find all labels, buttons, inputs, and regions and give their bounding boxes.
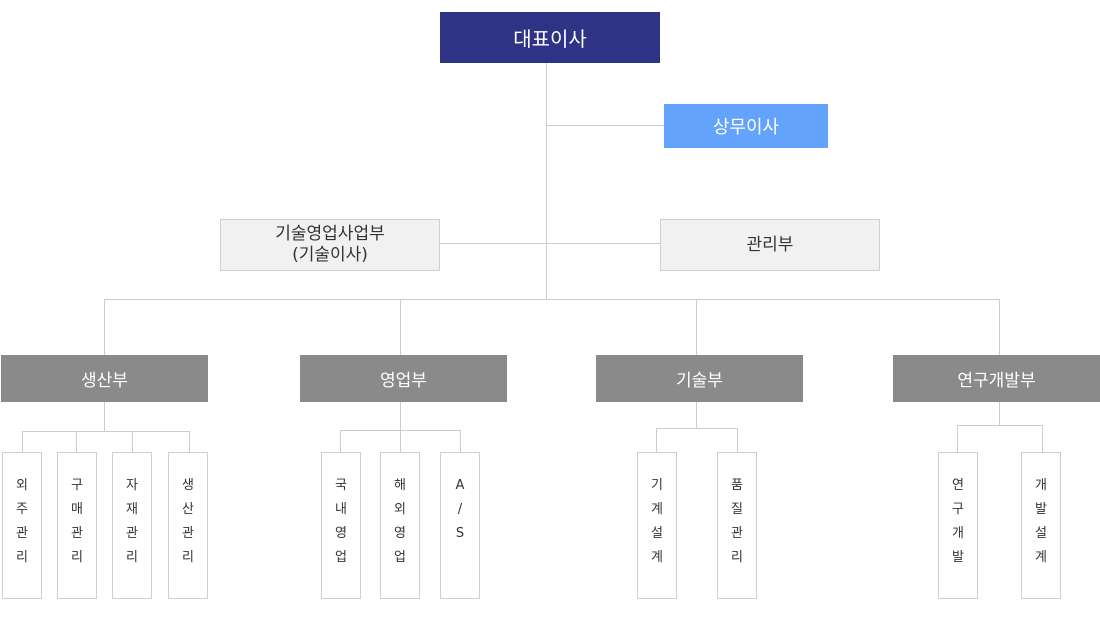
team-char: / [457, 502, 463, 517]
team-research-dev: 연 구 개 발 [938, 452, 978, 599]
team-char: 리 [731, 550, 743, 565]
team-domestic-sales: 국 내 영 업 [321, 452, 361, 599]
team-mechanical-design: 기 계 설 계 [637, 452, 677, 599]
team-char: 구 [71, 478, 83, 493]
team-char: 외 [394, 502, 406, 517]
team-production-mgmt: 생 산 관 리 [168, 452, 208, 599]
team-char: 관 [16, 526, 28, 541]
team-char: S [455, 526, 465, 541]
team-char: 개 [1035, 478, 1047, 493]
team-char: 업 [335, 550, 347, 565]
dept-rnd: 연구개발부 [893, 355, 1100, 402]
dept-sales-label: 영업부 [380, 371, 427, 391]
team-char: 매 [71, 502, 83, 517]
team-char: 자 [126, 478, 138, 493]
team-char: 관 [731, 526, 743, 541]
team-char: 산 [182, 502, 194, 517]
team-char: 연 [952, 478, 964, 493]
team-char: 리 [182, 550, 194, 565]
team-after-service: A / S [440, 452, 480, 599]
team-char: 생 [182, 478, 194, 493]
team-char: 해 [394, 478, 406, 493]
team-char: 발 [1035, 502, 1047, 517]
team-outsourcing: 외 주 관 리 [2, 452, 42, 599]
team-char: 계 [651, 502, 663, 517]
team-char: A [455, 478, 465, 493]
team-char: 영 [394, 526, 406, 541]
team-char: 기 [651, 478, 663, 493]
team-purchasing: 구 매 관 리 [57, 452, 97, 599]
team-char: 국 [335, 478, 347, 493]
tech-sales-division-sublabel: (기술이사) [292, 245, 368, 265]
team-quality-mgmt: 품 질 관 리 [717, 452, 757, 599]
team-char: 리 [16, 550, 28, 565]
team-char: 설 [1035, 526, 1047, 541]
team-char: 계 [651, 550, 663, 565]
dept-technology-label: 기술부 [676, 371, 723, 391]
vp-label: 상무이사 [712, 117, 780, 138]
team-char: 설 [651, 526, 663, 541]
ceo-box: 대표이사 [440, 12, 660, 63]
team-char: 재 [126, 502, 138, 517]
team-char: 질 [731, 502, 743, 517]
tech-sales-division-box: 기술영업사업부 (기술이사) [220, 219, 440, 271]
team-char: 품 [731, 478, 743, 493]
dept-technology: 기술부 [596, 355, 803, 402]
team-char: 리 [71, 550, 83, 565]
team-char: 외 [16, 478, 28, 493]
team-char: 계 [1035, 550, 1047, 565]
team-char: 내 [335, 502, 347, 517]
team-char: 관 [126, 526, 138, 541]
team-char: 업 [394, 550, 406, 565]
dept-sales: 영업부 [300, 355, 507, 402]
management-box: 관리부 [660, 219, 880, 271]
team-char: 개 [952, 526, 964, 541]
team-materials: 자 재 관 리 [112, 452, 152, 599]
dept-production-label: 생산부 [81, 371, 128, 391]
team-char: 관 [71, 526, 83, 541]
team-dev-design: 개 발 설 계 [1021, 452, 1061, 599]
team-char: 구 [952, 502, 964, 517]
team-char: 리 [126, 550, 138, 565]
tech-sales-division-label: 기술영업사업부 [275, 224, 385, 244]
team-char: 관 [182, 526, 194, 541]
team-char: 영 [335, 526, 347, 541]
management-label: 관리부 [746, 234, 794, 255]
vp-box: 상무이사 [664, 104, 828, 148]
team-overseas-sales: 해 외 영 업 [380, 452, 420, 599]
team-char: 주 [16, 502, 28, 517]
ceo-label: 대표이사 [513, 27, 587, 51]
dept-production: 생산부 [1, 355, 208, 402]
dept-rnd-label: 연구개발부 [957, 371, 1036, 391]
team-char: 발 [952, 550, 964, 565]
